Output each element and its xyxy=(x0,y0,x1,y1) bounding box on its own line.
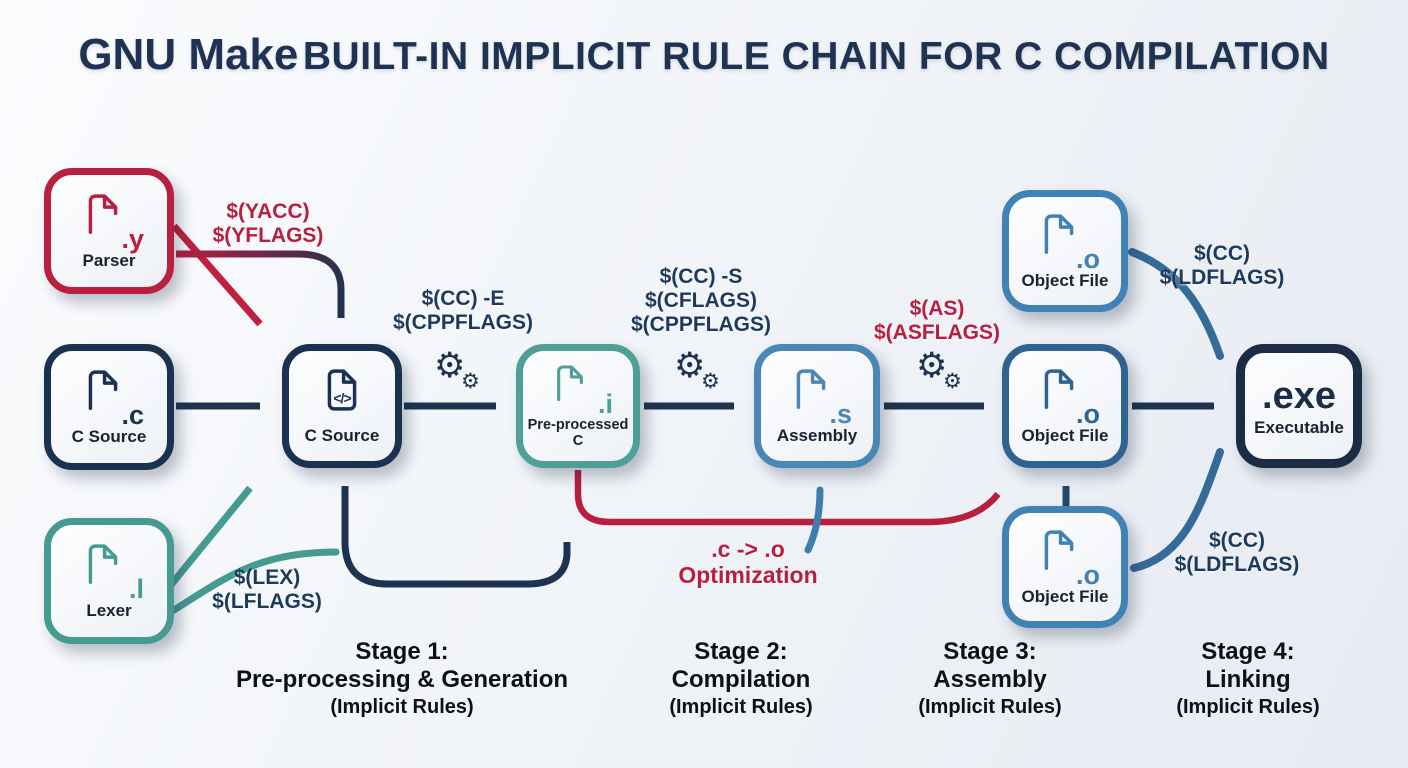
gear-small-icon: ⚙ xyxy=(701,370,720,393)
stage-2-label: Stage 2: Compilation (Implicit Rules) xyxy=(669,638,812,720)
file-extension: .o xyxy=(1076,559,1100,590)
file-extension: .o xyxy=(1076,243,1100,274)
node-parser: .y Parser xyxy=(44,168,174,294)
node-label: C Source xyxy=(71,426,147,446)
gear-icon: ⚙ ⚙ xyxy=(434,348,486,400)
stage-1-label: Stage 1: Pre-processing & Generation (Im… xyxy=(236,638,568,720)
code-glyph: </> xyxy=(333,389,351,406)
node-c-source-generated: </> C Source xyxy=(282,344,402,468)
stage-3-label: Stage 3: Assembly (Implicit Rules) xyxy=(918,638,1061,720)
file-extension: .l xyxy=(128,573,144,604)
gear-small-icon: ⚙ xyxy=(943,370,962,393)
document-icon: .c xyxy=(78,369,144,428)
gear-icon: ⚙ ⚙ xyxy=(916,348,968,400)
title-lead: GNU Make xyxy=(78,30,299,79)
document-icon: .y xyxy=(78,193,144,252)
label-link-flags-bottom: $(CC) $(LDFLAGS) xyxy=(1174,529,1300,576)
node-label: Parser xyxy=(82,250,136,270)
title-rest: BUILT-IN IMPLICIT RULE CHAIN FOR C COMPI… xyxy=(302,35,1330,78)
gear-small-icon: ⚙ xyxy=(461,370,480,393)
stage-name: Compilation xyxy=(671,666,811,693)
document-icon: .o xyxy=(1034,529,1100,588)
stage-title: Stage 2: xyxy=(694,638,788,665)
label-yacc-flags: $(YACC) $(YFLAGS) xyxy=(212,200,324,247)
document-icon: .o xyxy=(1034,368,1100,427)
node-lexer: .l Lexer xyxy=(44,518,174,644)
node-label: Object File xyxy=(1021,270,1109,290)
node-assembly: .s Assembly xyxy=(754,344,880,468)
label-lex-flags: $(LEX) $(LFLAGS) xyxy=(212,566,322,613)
node-label: C Source xyxy=(304,425,380,445)
gear-icon: ⚙ ⚙ xyxy=(674,348,726,400)
edge-optimization-path xyxy=(574,470,1001,526)
node-label: Object File xyxy=(1021,586,1109,606)
node-label: Pre-processed C xyxy=(527,416,629,449)
edge-u-loop-to-preprocessed xyxy=(341,486,571,588)
node-object-file-top: .o Object File xyxy=(1002,190,1128,312)
page-title: GNU Make BUILT-IN IMPLICIT RULE CHAIN FO… xyxy=(0,30,1408,80)
document-icon: .s xyxy=(786,368,852,427)
file-extension: .y xyxy=(121,223,144,254)
stage-note: (Implicit Rules) xyxy=(669,696,813,718)
stage-title: Stage 4: xyxy=(1201,638,1295,665)
gear-large-icon: ⚙ xyxy=(434,346,466,385)
stage-name: Assembly xyxy=(933,666,1047,693)
node-label: Assembly xyxy=(776,425,858,445)
node-label: Object File xyxy=(1021,425,1109,445)
file-extension: .s xyxy=(829,398,852,429)
exe-extension: .exe xyxy=(1262,374,1336,417)
stage-name: Pre-processing & Generation xyxy=(235,666,569,693)
document-icon: .o xyxy=(1034,213,1100,272)
node-label: Executable xyxy=(1254,417,1344,437)
document-icon: .l xyxy=(78,543,144,602)
label-link-flags-top: $(CC) $(LDFLAGS) xyxy=(1159,242,1285,289)
code-document-icon: </> xyxy=(311,368,373,424)
stage-name: Linking xyxy=(1205,666,1291,693)
gear-large-icon: ⚙ xyxy=(916,346,948,385)
stage-note: (Implicit Rules) xyxy=(330,696,474,718)
stage-note: (Implicit Rules) xyxy=(1176,696,1320,718)
stage-4-label: Stage 4: Linking (Implicit Rules) xyxy=(1176,638,1319,720)
file-extension: .o xyxy=(1076,398,1100,429)
label-optimization: .c -> .o Optimization xyxy=(678,536,818,588)
node-object-file-main: .o Object File xyxy=(1002,344,1128,468)
node-preprocessed-c: .i Pre-processed C xyxy=(516,344,640,468)
node-label: Lexer xyxy=(86,600,132,620)
label-preprocess-flags: $(CC) -E $(CPPFLAGS) xyxy=(392,287,534,334)
gear-large-icon: ⚙ xyxy=(674,346,706,385)
stage-title: Stage 3: xyxy=(943,638,1037,665)
stage-title: Stage 1: xyxy=(355,638,449,665)
label-assemble-flags: $(AS) $(ASFLAGS) xyxy=(874,297,1000,344)
node-c-source-input: .c C Source xyxy=(44,344,174,470)
file-extension: .c xyxy=(121,399,144,430)
node-executable: .exe Executable xyxy=(1236,344,1362,468)
document-icon: .i xyxy=(547,364,613,417)
label-compile-flags: $(CC) -S $(CFLAGS) $(CPPFLAGS) xyxy=(630,265,772,336)
edge-parser-to-csource-curved xyxy=(176,250,345,318)
node-object-file-bottom: .o Object File xyxy=(1002,506,1128,628)
stage-note: (Implicit Rules) xyxy=(918,696,1062,718)
file-extension: .i xyxy=(597,388,613,419)
